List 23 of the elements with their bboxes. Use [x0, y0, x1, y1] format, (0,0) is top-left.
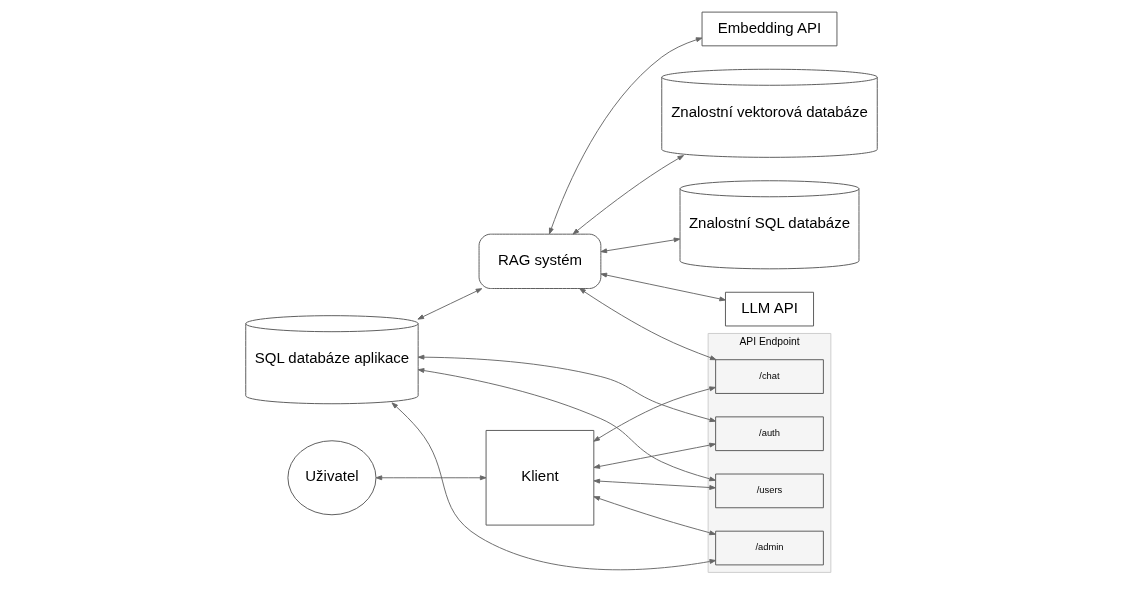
- arrow: [572, 155, 684, 235]
- arrow: [600, 237, 680, 254]
- arrow: [593, 478, 716, 490]
- node-box: RAG systém: [478, 233, 601, 289]
- arrow: [593, 442, 716, 469]
- arrow: [578, 288, 716, 361]
- arrow: [600, 272, 726, 302]
- arrow: [417, 368, 716, 482]
- arrow: [592, 496, 716, 536]
- arrow: [592, 386, 716, 442]
- node-box: /chat: [714, 359, 824, 394]
- arrow: [416, 288, 482, 320]
- node-ellipse: Uživatel: [286, 440, 376, 516]
- node-box: /auth: [714, 416, 824, 452]
- arrow: [375, 475, 486, 481]
- arrow: [417, 354, 716, 423]
- node-box: /admin: [714, 530, 824, 566]
- arrow: [548, 37, 702, 235]
- node-box: LLM API: [724, 291, 814, 327]
- node-box: /users: [714, 473, 824, 509]
- arrow: [391, 402, 716, 571]
- node-box: Klient: [485, 429, 594, 526]
- node-box: Embedding API: [701, 11, 837, 47]
